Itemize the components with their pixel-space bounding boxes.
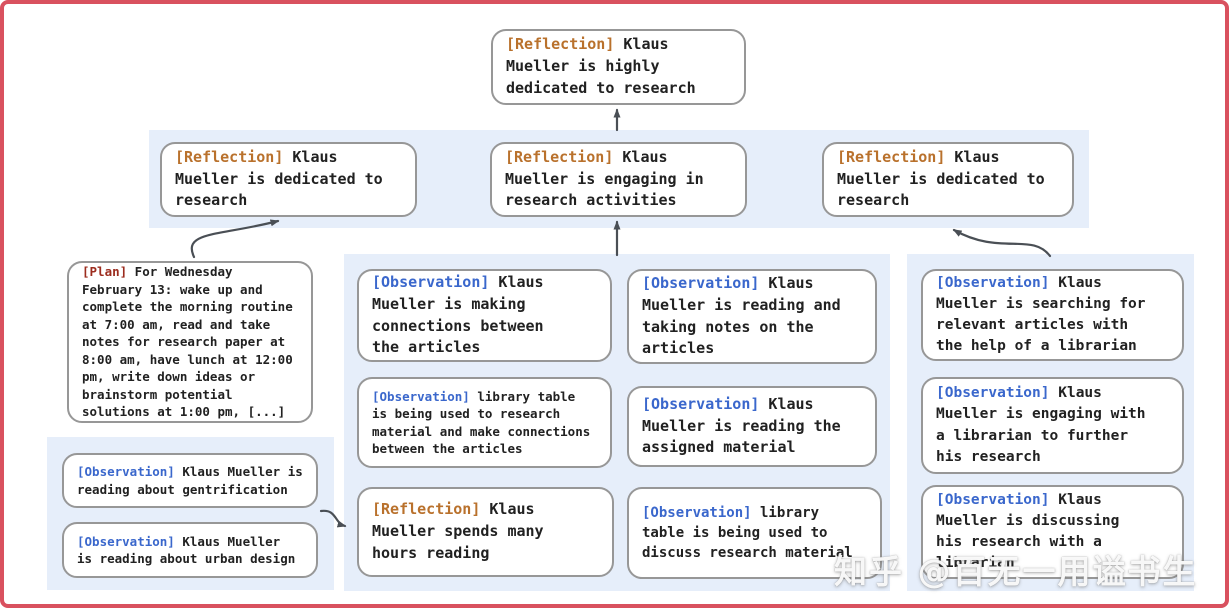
node-observation-assigned-material: [Observation] Klaus Mueller is reading t…: [627, 386, 877, 467]
observation-tag: [Observation]: [77, 464, 175, 479]
node-body: Klaus Mueller is reading about urban des…: [77, 533, 296, 567]
node-body: Klaus Mueller is reading and taking note…: [642, 274, 841, 358]
node-plan: [Plan] For Wednesday February 13: wake u…: [67, 261, 313, 423]
node-body: library table is being used to research …: [372, 388, 591, 457]
node-observation-engaging-librarian: [Observation] Klaus Mueller is engaging …: [921, 377, 1184, 474]
node-observation-searching-articles: [Observation] Klaus Mueller is searching…: [921, 269, 1184, 361]
node-observation-gentrification: [Observation] Klaus Mueller is reading a…: [62, 453, 318, 508]
node-reflection-row2-left: [Reflection] Klaus Mueller is dedicated …: [160, 142, 417, 217]
node-observation-library-table-research: [Observation] library table is being use…: [357, 377, 612, 468]
arrow-rightcluster-to-row2right: [952, 228, 1052, 258]
observation-tag: [Observation]: [936, 491, 1050, 508]
node-reflection-row2-middle: [Reflection] Klaus Mueller is engaging i…: [490, 142, 747, 217]
node-body: Klaus Mueller spends many hours reading: [372, 500, 544, 562]
plan-tag: [Plan]: [82, 264, 128, 280]
node-body: Klaus Mueller is dedicated to research: [175, 147, 383, 210]
node-observation-urban-design: [Observation] Klaus Mueller is reading a…: [62, 522, 318, 578]
observation-tag: [Observation]: [642, 504, 752, 521]
node-body: Klaus Mueller is highly dedicated to res…: [506, 35, 696, 97]
observation-tag: [Observation]: [642, 274, 760, 292]
node-body: Klaus Mueller is engaging in research ac…: [505, 147, 704, 210]
node-reflection-top: [Reflection] Klaus Mueller is highly ded…: [491, 29, 746, 105]
node-body: Klaus Mueller is discussing his research…: [936, 491, 1120, 572]
node-body: Klaus Mueller is making connections betw…: [372, 273, 544, 357]
node-observation-library-table-discuss: [Observation] library table is being use…: [627, 487, 882, 579]
observation-tag: [Observation]: [372, 273, 490, 291]
node-observation-making-connections: [Observation] Klaus Mueller is making co…: [357, 269, 612, 362]
node-body: Klaus Mueller is engaging with a librari…: [936, 385, 1146, 465]
node-observation-taking-notes: [Observation] Klaus Mueller is reading a…: [627, 269, 877, 364]
node-body: Klaus Mueller is reading about gentrific…: [77, 464, 303, 497]
observation-tag: [Observation]: [372, 388, 470, 404]
node-body: Klaus Mueller is reading the assigned ma…: [642, 394, 841, 457]
observation-tag: [Observation]: [642, 394, 760, 413]
node-body: Klaus Mueller is dedicated to research: [837, 147, 1045, 210]
node-reflection-hours-reading: [Reflection] Klaus Mueller spends many h…: [357, 487, 614, 577]
reflection-tag: [Reflection]: [175, 147, 284, 166]
node-reflection-row2-right: [Reflection] Klaus Mueller is dedicated …: [822, 142, 1074, 217]
node-body: For Wednesday February 13: wake up and c…: [82, 264, 293, 420]
reflection-tag: [Reflection]: [372, 500, 481, 519]
observation-tag: [Observation]: [936, 385, 1050, 402]
observation-tag: [Observation]: [936, 274, 1050, 291]
reflection-tag: [Reflection]: [506, 35, 615, 54]
node-body: library table is being used to discuss r…: [642, 504, 853, 562]
reflection-tag: [Reflection]: [837, 147, 946, 166]
observation-tag: [Observation]: [77, 533, 175, 549]
reflection-tag: [Reflection]: [505, 147, 614, 166]
zhihu-watermark: 知乎 @百无一用谥书生: [834, 552, 1198, 591]
node-observation-discussing-research: [Observation] Klaus Mueller is discussin…: [921, 485, 1184, 579]
node-body: Klaus Mueller is searching for relevant …: [936, 274, 1146, 355]
